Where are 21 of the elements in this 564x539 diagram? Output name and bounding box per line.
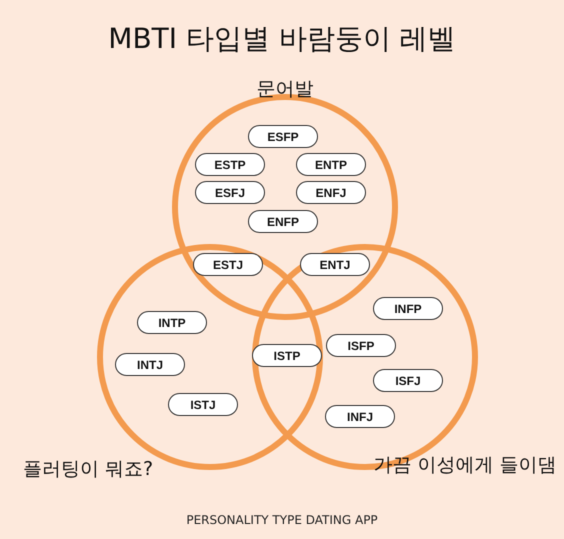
tagline: PERSONALITY TYPE DATING APP: [185, 513, 379, 527]
type-pill: ESTP: [195, 153, 265, 176]
type-pill: ENTJ: [300, 253, 370, 276]
type-pill: ISFP: [326, 334, 396, 357]
type-pill: ESFP: [248, 125, 318, 148]
type-pill: ISTJ: [168, 393, 238, 416]
type-pill: ISTP: [252, 344, 322, 367]
type-pill: INTP: [137, 311, 207, 334]
type-pill: ISFJ: [373, 369, 443, 392]
set-title: 플러팅이 뭐죠?: [22, 457, 154, 482]
type-pill: INFJ: [325, 405, 395, 428]
type-pill: ESTJ: [193, 253, 263, 276]
type-pill: ENFJ: [296, 181, 366, 204]
title: MBTI 타입별 바람둥이 레벨: [107, 21, 457, 57]
type-pill: INFP: [373, 297, 443, 320]
set-title: 문어발: [256, 77, 314, 102]
type-pill: ENFP: [248, 210, 318, 233]
type-pill: ENTP: [296, 153, 366, 176]
type-pill: ESFJ: [195, 181, 265, 204]
type-pill: INTJ: [115, 353, 185, 376]
set-title: 가끔 이성에게 들이댐: [373, 453, 557, 478]
